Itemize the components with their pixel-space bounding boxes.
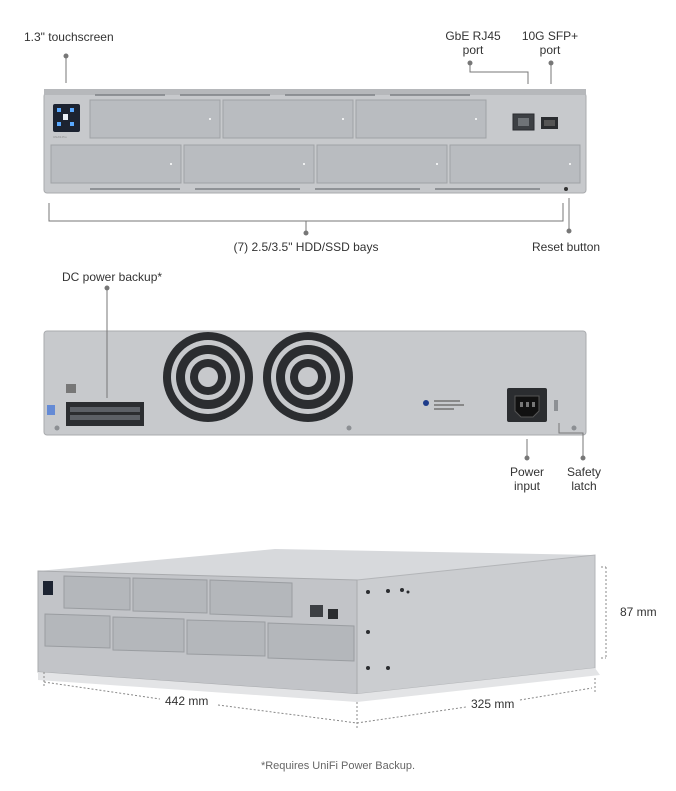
- safety-latch-line1: Safety: [566, 465, 602, 479]
- safety-latch-line2: latch: [571, 479, 597, 493]
- power-input-label: Power input: [497, 465, 557, 493]
- fan: [163, 332, 253, 422]
- rj45-label-line1: GbE RJ45: [445, 29, 501, 43]
- rear-panel: [43, 330, 587, 436]
- bays-label: (7) 2.5/3.5" HDD/SSD bays: [233, 240, 379, 254]
- drive-bay: [355, 99, 487, 139]
- rj45-label: GbE RJ45 port: [440, 29, 506, 57]
- reset-label: Reset button: [532, 240, 601, 254]
- perspective-unit: [37, 549, 600, 702]
- sfp-label-line2: port: [539, 43, 561, 57]
- sfp-label: 10G SFP+ port: [517, 29, 583, 57]
- dc-power-connector: [66, 402, 144, 426]
- drive-bay: [89, 99, 221, 139]
- drive-bay: [316, 144, 448, 184]
- rj45-label-line2: port: [462, 43, 484, 57]
- width-dimension: 442 mm: [165, 694, 209, 708]
- drive-bay: [449, 144, 581, 184]
- front-leader-lines: [48, 53, 572, 236]
- drive-bay: [222, 99, 354, 139]
- dimension-lines: [43, 566, 607, 728]
- drive-bay: [183, 144, 315, 184]
- touchscreen-label: 1.3" touchscreen: [24, 30, 114, 44]
- dc-power-label: DC power backup*: [62, 270, 163, 284]
- sfp-label-line1: 10G SFP+: [521, 29, 579, 43]
- height-dimension: 87 mm: [620, 605, 657, 619]
- power-input-line2: input: [513, 479, 541, 493]
- ubiquiti-logo-icon: [423, 400, 429, 406]
- power-input-line1: Power: [509, 465, 544, 479]
- reset-button-hole: [564, 187, 568, 191]
- safety-latch-label: Safety latch: [556, 465, 612, 493]
- safety-latch: [554, 400, 558, 411]
- rear-leader-lines: [104, 285, 586, 461]
- depth-dimension: 325 mm: [471, 697, 515, 711]
- fan: [263, 332, 353, 422]
- qr-code-icon: [66, 384, 76, 393]
- drive-bay: [50, 144, 182, 184]
- svg-text:UNAS Pro: UNAS Pro: [53, 135, 67, 139]
- front-panel: UNAS Pro: [43, 89, 587, 194]
- footnote: *Requires UniFi Power Backup.: [260, 760, 416, 772]
